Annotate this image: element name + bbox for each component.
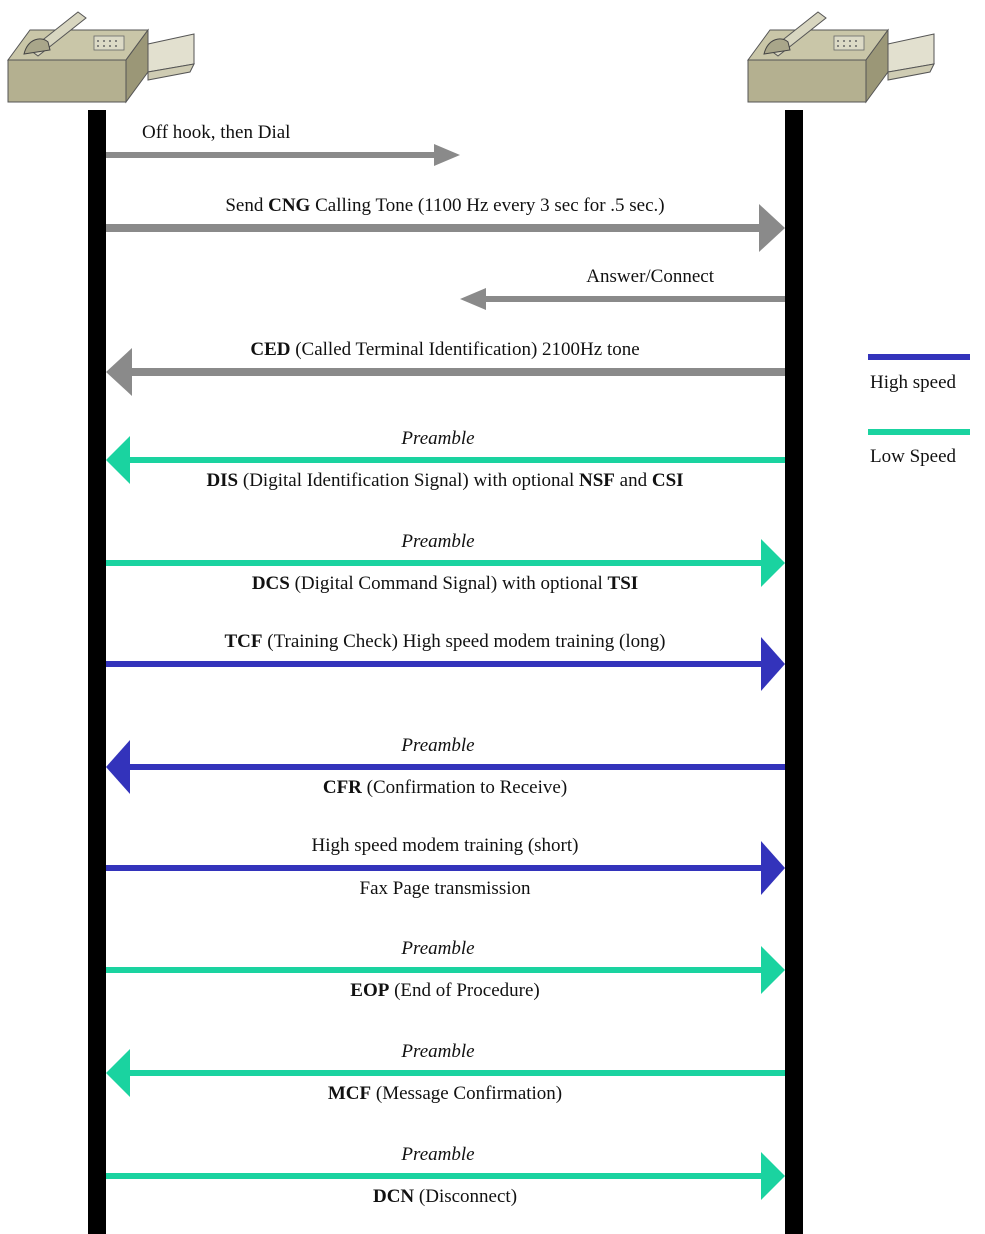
sender-lifeline bbox=[88, 110, 106, 1234]
message-label-tcf: TCF (Training Check) High speed modem tr… bbox=[224, 631, 666, 652]
legend-low-speed-swatch bbox=[868, 429, 970, 435]
message-arrow-dcs bbox=[106, 539, 785, 587]
message-arrow-dcn bbox=[106, 1152, 785, 1200]
preamble-label: Preamble bbox=[401, 531, 475, 552]
message-arrow-eop bbox=[106, 946, 785, 994]
fax-machine-icon bbox=[747, 11, 935, 104]
message-arrow-answer bbox=[460, 288, 785, 310]
arrow-head bbox=[761, 539, 785, 587]
message-arrow-tcf bbox=[106, 637, 785, 691]
legend-high-speed-swatch bbox=[868, 354, 970, 360]
arrow-head bbox=[761, 946, 785, 994]
message-label-answer: Answer/Connect bbox=[586, 266, 714, 287]
message-arrow-offhook bbox=[106, 144, 460, 166]
arrow-head bbox=[106, 1049, 130, 1097]
fax-machine-icon bbox=[7, 11, 195, 104]
legend-high-speed-label: High speed bbox=[870, 372, 957, 393]
message-label-cfr: CFR (Confirmation to Receive) bbox=[322, 777, 568, 798]
message-label-offhook: Off hook, then Dial bbox=[142, 122, 291, 143]
arrow-head bbox=[761, 1152, 785, 1200]
message-arrow-ced bbox=[106, 348, 785, 396]
arrow-head bbox=[460, 288, 486, 310]
legend-low-speed-label: Low Speed bbox=[870, 446, 957, 467]
preamble-label: Preamble bbox=[401, 735, 475, 756]
arrow-head bbox=[106, 740, 130, 794]
message-label-page: Fax Page transmission bbox=[359, 878, 531, 899]
message-label-dcs: DCS (Digital Command Signal) with option… bbox=[251, 573, 639, 594]
message-label-dcn: DCN (Disconnect) bbox=[372, 1186, 518, 1207]
arrow-head bbox=[759, 204, 785, 252]
arrow-head bbox=[761, 841, 785, 895]
message-arrow-mcf bbox=[106, 1049, 785, 1097]
message-arrow-cfr bbox=[106, 740, 785, 794]
arrow-head bbox=[106, 348, 132, 396]
message-label-page: High speed modem training (short) bbox=[311, 835, 579, 856]
preamble-label: Preamble bbox=[401, 1144, 475, 1165]
message-arrow-cng bbox=[106, 204, 785, 252]
preamble-label: Preamble bbox=[401, 428, 475, 449]
arrow-head bbox=[761, 637, 785, 691]
arrow-head bbox=[434, 144, 460, 166]
message-arrow-page bbox=[106, 841, 785, 895]
preamble-label: Preamble bbox=[401, 1041, 475, 1062]
message-label-dis: DIS (Digital Identification Signal) with… bbox=[206, 470, 684, 491]
arrow-head bbox=[106, 436, 130, 484]
message-label-cng: Send CNG Calling Tone (1100 Hz every 3 s… bbox=[225, 195, 665, 216]
message-label-mcf: MCF (Message Confirmation) bbox=[327, 1083, 563, 1104]
receiver-lifeline bbox=[785, 110, 803, 1234]
preamble-label: Preamble bbox=[401, 938, 475, 959]
message-arrow-dis bbox=[106, 436, 785, 484]
message-label-eop: EOP (End of Procedure) bbox=[350, 980, 540, 1001]
message-label-ced: CED (Called Terminal Identification) 210… bbox=[250, 339, 640, 360]
